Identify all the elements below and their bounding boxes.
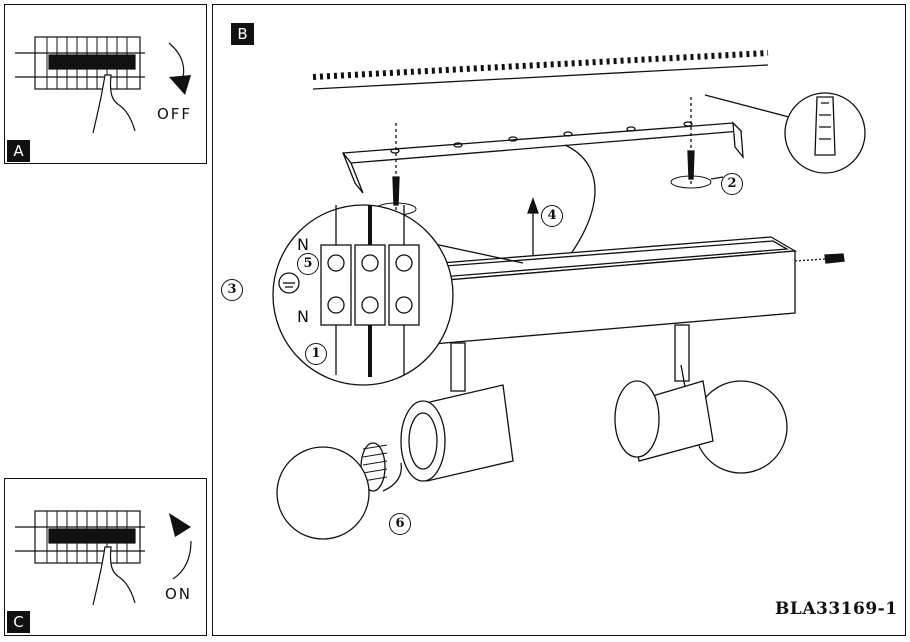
spotlight-right (614, 364, 788, 474)
neutral-label-top: N (297, 235, 309, 254)
breaker-on-illustration (15, 510, 192, 606)
ceiling-screw-left (375, 123, 417, 216)
neutral-label-bottom: N (297, 307, 309, 326)
step-3: 3 (221, 279, 243, 301)
panel-c-tag: C (7, 611, 30, 633)
panel-a: OFF A (4, 4, 207, 164)
step-4: 4 (541, 205, 563, 227)
off-label: OFF (157, 105, 193, 123)
step-1: 1 (305, 343, 327, 365)
ceiling (312, 50, 769, 90)
mounting-bracket (341, 121, 744, 194)
assembly-illustration (272, 50, 866, 540)
panel-c: ON C (4, 478, 207, 636)
panel-b: B (212, 4, 906, 636)
panel-b-tag: B (231, 23, 254, 45)
spotlight-left (276, 384, 514, 540)
step-2: 2 (721, 173, 743, 195)
panel-a-tag: A (7, 140, 30, 162)
breaker-off-illustration (15, 36, 191, 134)
ceiling-screw-right (670, 97, 724, 189)
step-5: 5 (297, 253, 319, 275)
product-code: BLA33169-1 (775, 599, 898, 619)
step-6: 6 (389, 513, 411, 535)
wiring-detail (272, 204, 524, 386)
spotlight-stems (450, 324, 690, 392)
wall-plug-detail (704, 92, 866, 174)
on-label: ON (165, 585, 193, 603)
